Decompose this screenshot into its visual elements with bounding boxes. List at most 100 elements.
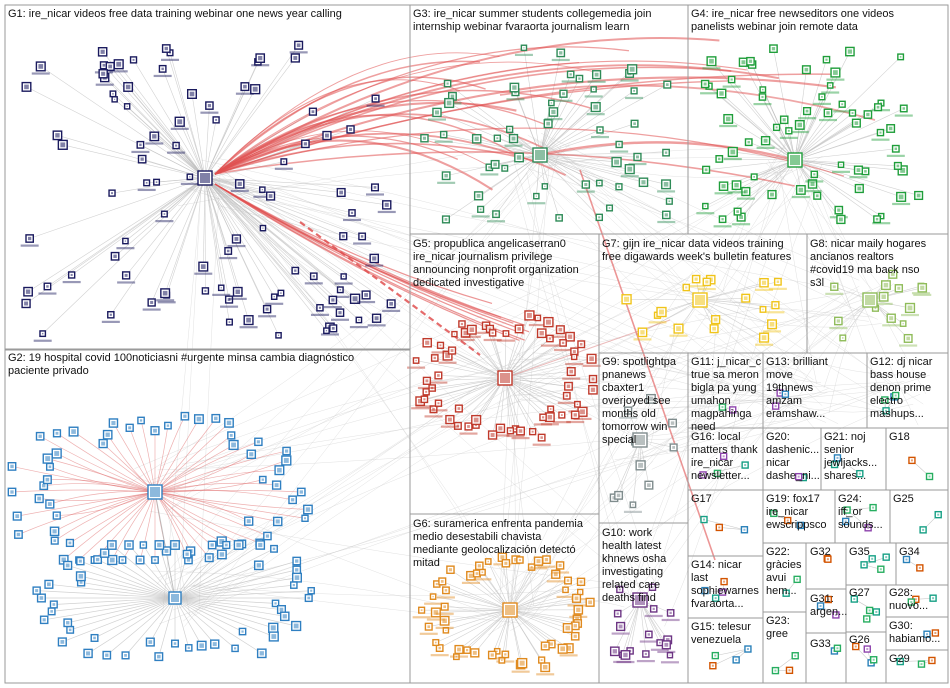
node-avatar [225, 544, 228, 547]
node-avatar [227, 421, 231, 425]
node-avatar [659, 310, 664, 315]
node-label [616, 661, 634, 663]
node-avatar [739, 215, 743, 219]
node-avatar [106, 433, 110, 437]
node-avatar [496, 137, 498, 139]
node-avatar [903, 107, 906, 110]
node-label [251, 64, 269, 66]
node-avatar [714, 318, 718, 322]
node-avatar [227, 250, 230, 253]
node-avatar [146, 182, 148, 184]
edge [502, 139, 541, 588]
node-avatar [830, 85, 831, 86]
node-avatar [580, 409, 585, 414]
node-avatar [101, 72, 105, 76]
node-avatar [846, 509, 848, 511]
node-avatar [493, 163, 497, 167]
node-avatar [576, 608, 580, 612]
node-avatar [836, 457, 838, 459]
node-avatar [495, 213, 497, 215]
node-avatar [827, 558, 829, 560]
node-avatar [549, 337, 551, 339]
node-avatar [304, 142, 307, 145]
node-avatar [498, 426, 502, 430]
node-avatar [300, 490, 303, 493]
node-avatar [723, 455, 725, 457]
node-avatar [917, 194, 921, 198]
node-avatar [919, 567, 921, 569]
node-label [791, 131, 809, 133]
node-avatar [121, 559, 123, 561]
node-label [732, 223, 750, 225]
node-label [534, 423, 552, 425]
node-avatar [55, 514, 58, 517]
node-label [227, 245, 245, 247]
node-avatar [476, 572, 479, 575]
node-label [324, 306, 342, 308]
edge [900, 660, 932, 661]
node-avatar [293, 56, 297, 60]
node-avatar [833, 285, 836, 288]
node-avatar [478, 564, 481, 567]
node-label [505, 145, 523, 147]
node-avatar [258, 56, 262, 60]
node-label [769, 288, 787, 290]
node-avatar [863, 564, 865, 566]
node-avatar [445, 218, 448, 221]
node-avatar [262, 189, 263, 190]
node-label [331, 319, 349, 321]
node-avatar [565, 626, 570, 631]
node-avatar [705, 280, 708, 283]
node-avatar [867, 527, 869, 529]
node-avatar [589, 356, 594, 361]
node-avatar [669, 655, 670, 656]
node-avatar [201, 264, 206, 269]
node-avatar [877, 106, 880, 109]
node-avatar [833, 70, 838, 75]
node-avatar [436, 583, 438, 585]
node-avatar [509, 430, 511, 432]
node-avatar [491, 653, 494, 656]
node-avatar [423, 398, 425, 400]
node-avatar [79, 560, 82, 563]
node-avatar [331, 298, 334, 301]
node-avatar [540, 331, 544, 335]
node-avatar [133, 59, 135, 61]
node-avatar [504, 168, 506, 170]
node-avatar [799, 188, 803, 192]
node-label [506, 98, 524, 100]
node-avatar [761, 96, 763, 98]
node-avatar [353, 296, 358, 301]
node-avatar [310, 590, 312, 592]
node-label [700, 92, 718, 94]
node-label [473, 578, 491, 580]
node-label [723, 86, 741, 88]
node-avatar [839, 217, 843, 221]
node-label [591, 136, 609, 138]
node-label [427, 618, 445, 620]
edge [627, 299, 700, 300]
node-avatar [537, 317, 538, 318]
node-label [161, 59, 179, 61]
node-avatar [915, 598, 917, 600]
node-avatar [665, 213, 668, 216]
node-avatar [922, 529, 924, 531]
node-label [200, 112, 218, 114]
node-avatar [584, 183, 587, 186]
node-avatar [306, 507, 310, 511]
node-label [432, 351, 450, 353]
node-avatar [505, 333, 506, 334]
node-label [436, 613, 454, 615]
node-avatar [10, 465, 13, 468]
node-avatar [262, 478, 264, 480]
node-avatar [199, 643, 204, 648]
node-label [143, 308, 161, 310]
node-avatar [855, 121, 859, 125]
node-avatar [551, 102, 552, 103]
node-avatar [364, 293, 368, 297]
node-avatar [641, 180, 645, 184]
node-avatar [148, 640, 152, 644]
group-box-g15 [688, 618, 763, 683]
node-avatar [372, 256, 376, 260]
node-avatar [50, 610, 53, 613]
